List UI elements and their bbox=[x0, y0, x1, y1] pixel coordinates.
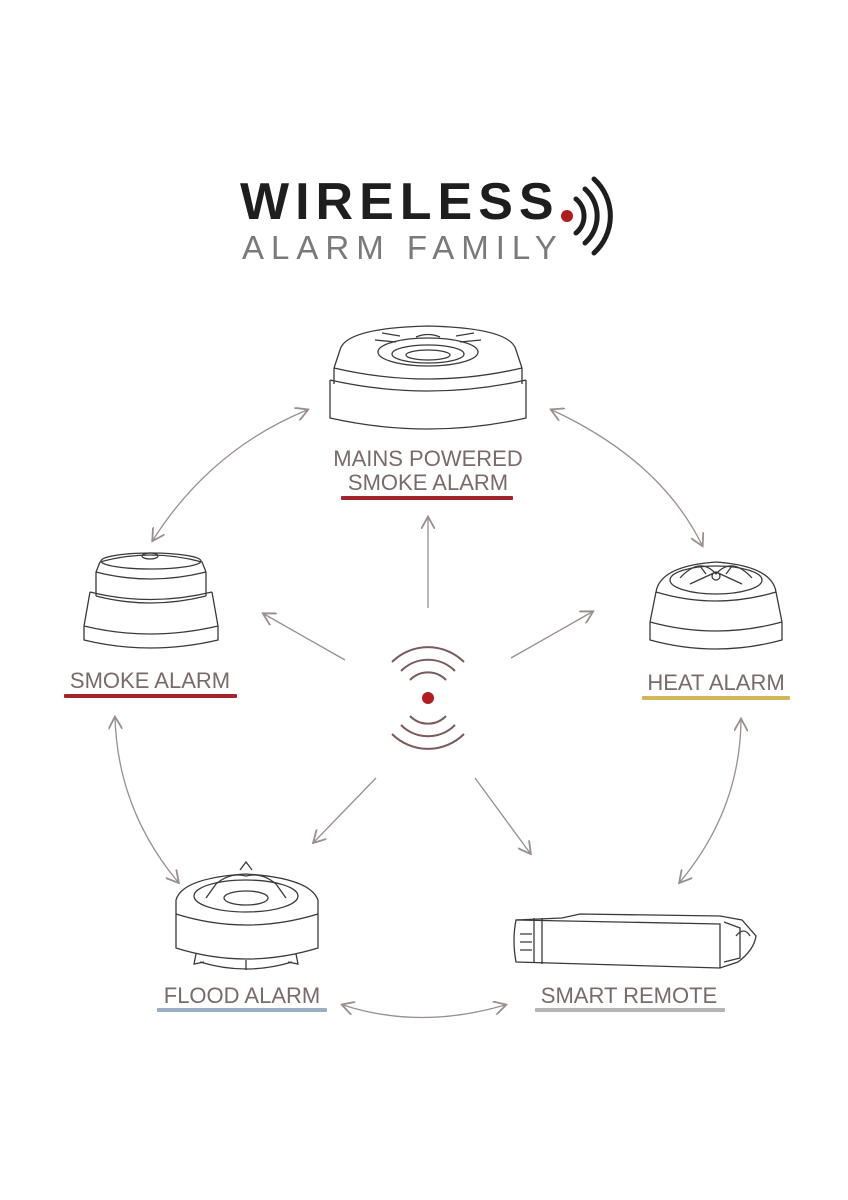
flood-alarm-icon bbox=[175, 860, 319, 970]
arrow-hub-to-heat bbox=[510, 612, 592, 659]
heat-underline bbox=[642, 696, 790, 700]
mains-label-line2: SMOKE ALARM bbox=[347, 470, 509, 495]
heat-alarm-icon bbox=[649, 561, 783, 650]
smoke-alarm-icon bbox=[83, 552, 219, 649]
arrow-flood-remote bbox=[343, 1005, 505, 1019]
arrow-hub-to-remote bbox=[474, 777, 530, 853]
arrow-hub-to-smoke bbox=[264, 614, 346, 661]
mains-underline bbox=[341, 496, 513, 500]
heat-label: HEAT ALARM bbox=[647, 670, 785, 695]
title-wireless: WIRELESS bbox=[240, 173, 560, 231]
mains-smoke-alarm-icon bbox=[329, 325, 527, 430]
smoke-label: SMOKE ALARM bbox=[69, 668, 231, 693]
center-signal-icon bbox=[391, 646, 465, 750]
arrow-hub-to-flood bbox=[314, 777, 377, 842]
remote-underline bbox=[535, 1008, 725, 1012]
smoke-underline bbox=[64, 694, 237, 698]
arrow-mains-heat bbox=[552, 410, 702, 545]
arrow-smoke-flood bbox=[115, 718, 178, 882]
mains-label-line1: MAINS POWERED bbox=[333, 446, 523, 471]
arrow-mains-smoke bbox=[153, 410, 307, 540]
wireless-signal-icon bbox=[561, 176, 613, 256]
arrow-heat-remote bbox=[680, 720, 741, 882]
flood-underline bbox=[157, 1008, 327, 1012]
remote-label: SMART REMOTE bbox=[540, 983, 718, 1008]
smart-remote-icon bbox=[513, 913, 757, 969]
flood-label: FLOOD ALARM bbox=[163, 983, 321, 1008]
title-alarm-family: ALARM FAMILY bbox=[242, 229, 564, 266]
